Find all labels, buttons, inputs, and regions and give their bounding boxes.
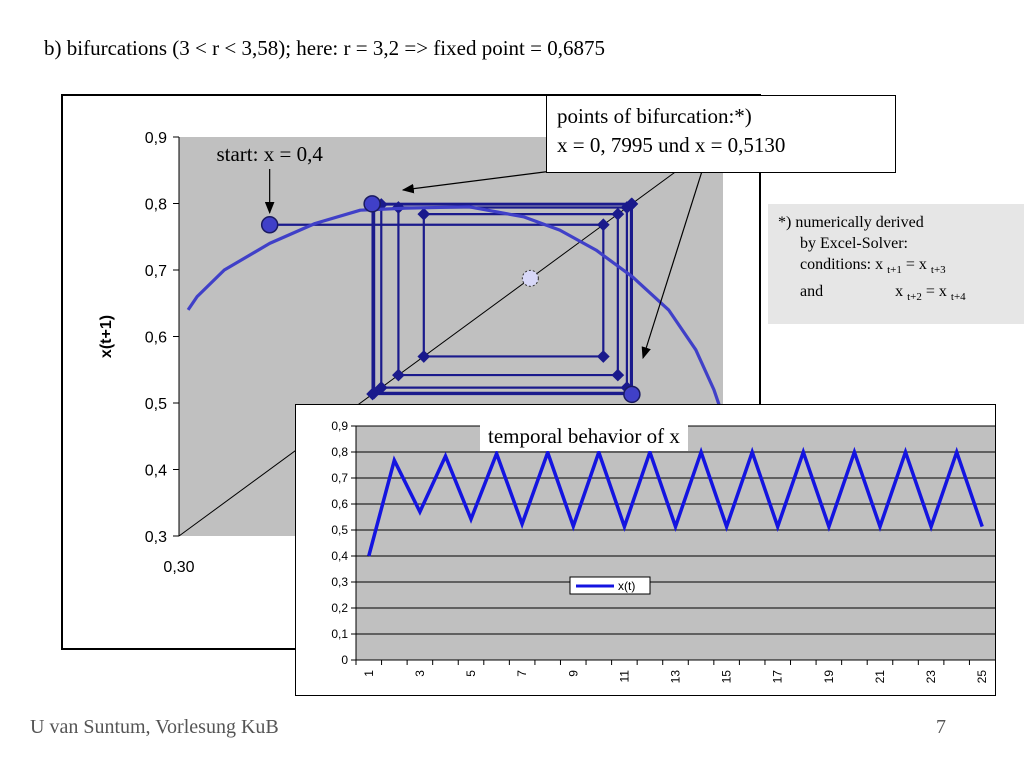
x-tick-label: 15 — [720, 670, 734, 684]
x-tick-label: 25 — [975, 670, 989, 684]
y-tick-label: 0,9 — [145, 130, 167, 147]
bifurcation-callout: points of bifurcation:*) x = 0, 7995 und… — [546, 95, 896, 173]
start-point-marker — [260, 216, 279, 234]
bifurcation-point-marker — [363, 195, 381, 213]
x-tick-label: 7 — [515, 670, 529, 677]
note-cond-prefix: conditions: x — [800, 256, 884, 273]
plot-area — [356, 426, 995, 660]
note-condition1: conditions: x t+1 = x t+3 — [778, 254, 1014, 281]
logistic-curve — [186, 205, 725, 417]
note-cond-eq: = x — [905, 256, 927, 273]
bifurcation-point-marker — [623, 385, 641, 404]
y-tick-label: 0,5 — [145, 396, 167, 413]
note-condition2: and x t+2 = x t+4 — [778, 281, 1014, 308]
y-tick-label: 0,8 — [145, 197, 167, 214]
y-tick-label: 0,6 — [331, 497, 348, 511]
x-tick-label: 21 — [873, 670, 887, 684]
footer-author: U van Suntum, Vorlesung KuB — [30, 716, 279, 738]
temporal-chart-title: temporal behavior of x — [480, 421, 688, 451]
x-tick-label: 19 — [822, 670, 836, 684]
note-line1: *) numerically derived — [778, 214, 924, 231]
fixed-point-marker — [521, 269, 539, 287]
note-line2: by Excel-Solver: — [800, 235, 908, 252]
y-tick-label: 0,1 — [331, 627, 348, 641]
y-tick-label: 0,2 — [331, 601, 348, 615]
solver-note: *) numerically derived by Excel-Solver: … — [768, 204, 1024, 324]
x-tick-label: 13 — [669, 670, 683, 684]
y-tick-label: 0,4 — [145, 463, 167, 480]
note-cond2-sub1: t+2 — [907, 291, 922, 304]
y-axis-label: x(t+1) — [98, 315, 115, 358]
cobweb-marker — [392, 368, 405, 382]
y-tick-label: 0,9 — [331, 419, 348, 433]
x-tick-label: 3 — [413, 670, 427, 677]
y-tick-label: 0,3 — [331, 575, 348, 589]
series-line-x-t — [367, 446, 984, 557]
x-tick-label: 17 — [771, 670, 785, 684]
cobweb-marker — [366, 387, 379, 401]
y-tick-label: 0,5 — [331, 523, 348, 537]
x-tick-label: 11 — [617, 670, 631, 683]
y-tick-label: 0,3 — [145, 529, 167, 546]
cobweb-marker — [417, 207, 431, 221]
x-tick-label: 1 — [362, 670, 376, 677]
bifurcation-callout-line2: x = 0, 7995 und x = 0,5130 — [557, 133, 786, 157]
note-and: and — [800, 283, 824, 301]
note-cond-sub1: t+1 — [887, 264, 902, 277]
y-tick-label: 0,7 — [331, 471, 348, 485]
start-label: start: x = 0,4 — [216, 142, 323, 166]
note-cond2-sub2: t+4 — [950, 291, 966, 304]
cobweb-marker — [417, 350, 431, 363]
legend-label: x(t) — [618, 579, 635, 593]
note-cond-sub2: t+3 — [930, 264, 946, 277]
y-tick-label: 0,7 — [145, 263, 167, 280]
y-tick-label: 0 — [341, 653, 348, 667]
bifurcation-callout-line1: points of bifurcation:*) — [557, 104, 752, 128]
slide-title: b) bifurcations (3 < r < 3,58); here: r … — [44, 36, 605, 60]
y-tick-label: 0,6 — [145, 330, 167, 347]
bifurcation-arrow-2 — [641, 167, 704, 360]
y-tick-label: 0,8 — [331, 445, 348, 459]
y-tick-label: 0,4 — [331, 549, 348, 563]
cobweb-marker — [596, 350, 610, 363]
x-tick-label: 9 — [566, 670, 580, 677]
note-cond2-x: x — [895, 283, 904, 301]
x-tick-label: 5 — [464, 670, 478, 677]
x-tick-label: 0,30 — [163, 559, 194, 576]
x-tick-label: 23 — [924, 670, 938, 684]
page-number: 7 — [936, 716, 946, 738]
note-cond2-eq: = x — [925, 283, 947, 301]
